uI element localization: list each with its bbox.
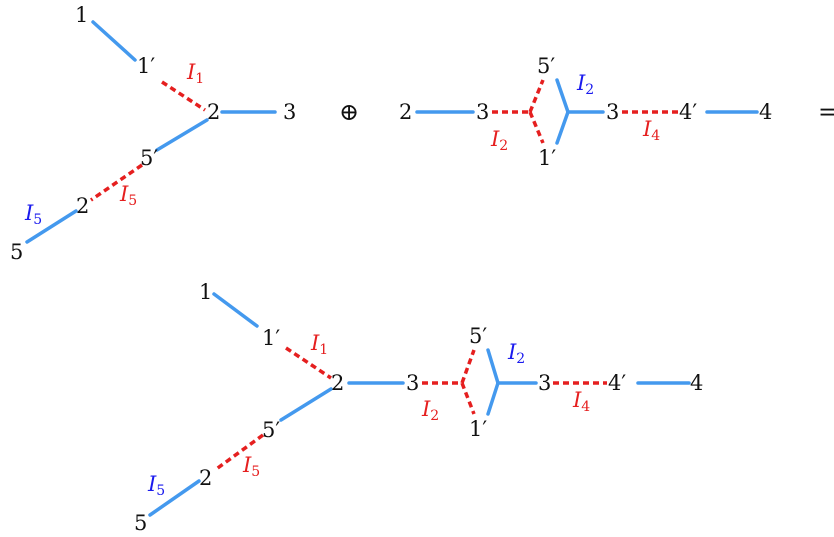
edge-1-1prime [91,20,137,62]
cut-label-I5-red: I5 [119,182,137,209]
vertex-1prime-c: 1′ [262,326,280,350]
edge-1prime-vertex-c [486,381,500,416]
cut-label-I4-c: I4 [572,388,590,415]
edge-2-5prime [155,118,209,152]
edge-2-5 [25,209,78,244]
vertex-3-c-right: 3 [538,371,551,395]
vertex-4prime-b: 4′ [679,100,697,124]
vertex-2-lower: 2 [76,194,89,218]
cut-label-I4-b: I4 [642,117,660,144]
cut-label-I2-blue-b: I2 [576,71,594,98]
cut-edge-junction-5prime-b [528,79,545,113]
cut-edge-junction-5prime-c [460,349,476,384]
vertex-2-c-lower: 2 [199,466,212,490]
diagram-b: 2 3 5′ 1′ 3 4′ 4 I2 I2 I4 [399,54,772,170]
cut-label-I5-blue-c: I5 [147,472,165,499]
cut-label-I1: I1 [186,60,204,87]
cut-label-I1-c: I1 [310,331,328,358]
vertex-5prime: 5′ [140,146,158,170]
edge-2-5prime-c [279,387,333,422]
cut-edge-1prime-2 [161,80,206,112]
vertex-1prime-c-right: 1′ [469,417,487,441]
diagram-result: 1 1′ 2 3 5′ 2 5 5′ 1′ 3 4′ 4 I1 I5 I5 I2… [134,280,703,535]
edge-1prime-vertex-b [555,110,570,145]
cut-label-I2-red-c: I2 [421,397,439,424]
vertex-3-b-right: 3 [606,100,619,124]
cut-label-I5-red-c: I5 [242,453,260,480]
vertex-3-b-left: 3 [476,100,489,124]
edge-5prime-vertex-c [486,348,500,385]
cut-label-I2-red-b: I2 [490,127,508,154]
vertex-5prime-b: 5′ [537,54,555,78]
vertex-4-b: 4 [759,100,772,124]
cut-edge-junction-1prime-b [528,111,545,144]
oplus-operator: ⊕ [339,98,359,126]
vertex-5prime-c: 5′ [262,418,280,442]
vertex-2: 2 [207,100,220,124]
vertex-3-c-left: 3 [406,371,419,395]
vertex-5prime-c-right: 5′ [469,324,487,348]
vertex-4prime-c: 4′ [608,371,626,395]
edge-1-1prime-c [212,292,259,328]
vertex-4-c: 4 [690,371,703,395]
vertex-1prime: 1′ [137,54,155,78]
vertex-5-c: 5 [134,511,147,535]
vertex-1-c: 1 [199,280,212,304]
vertex-3: 3 [283,100,296,124]
edge-2-5-c [148,479,201,517]
vertex-1prime-b: 1′ [538,146,556,170]
cut-edge-1prime-2-c [285,346,332,380]
vertex-5: 5 [10,240,23,264]
cut-edge-junction-1prime-c [460,382,476,415]
vertex-1: 1 [75,3,88,27]
vertex-2-c: 2 [331,371,344,395]
diagram-a: 1 1′ 2 3 5′ 2 5 I1 I5 I5 [10,3,296,264]
edge-5prime-vertex-b [555,78,570,114]
equals-operator: = [818,98,834,126]
vertex-2-b: 2 [399,100,412,124]
cut-edge-5prime-2 [90,163,143,202]
cut-label-I2-blue-c: I2 [507,340,525,367]
cut-label-I5-blue: I5 [24,201,42,228]
